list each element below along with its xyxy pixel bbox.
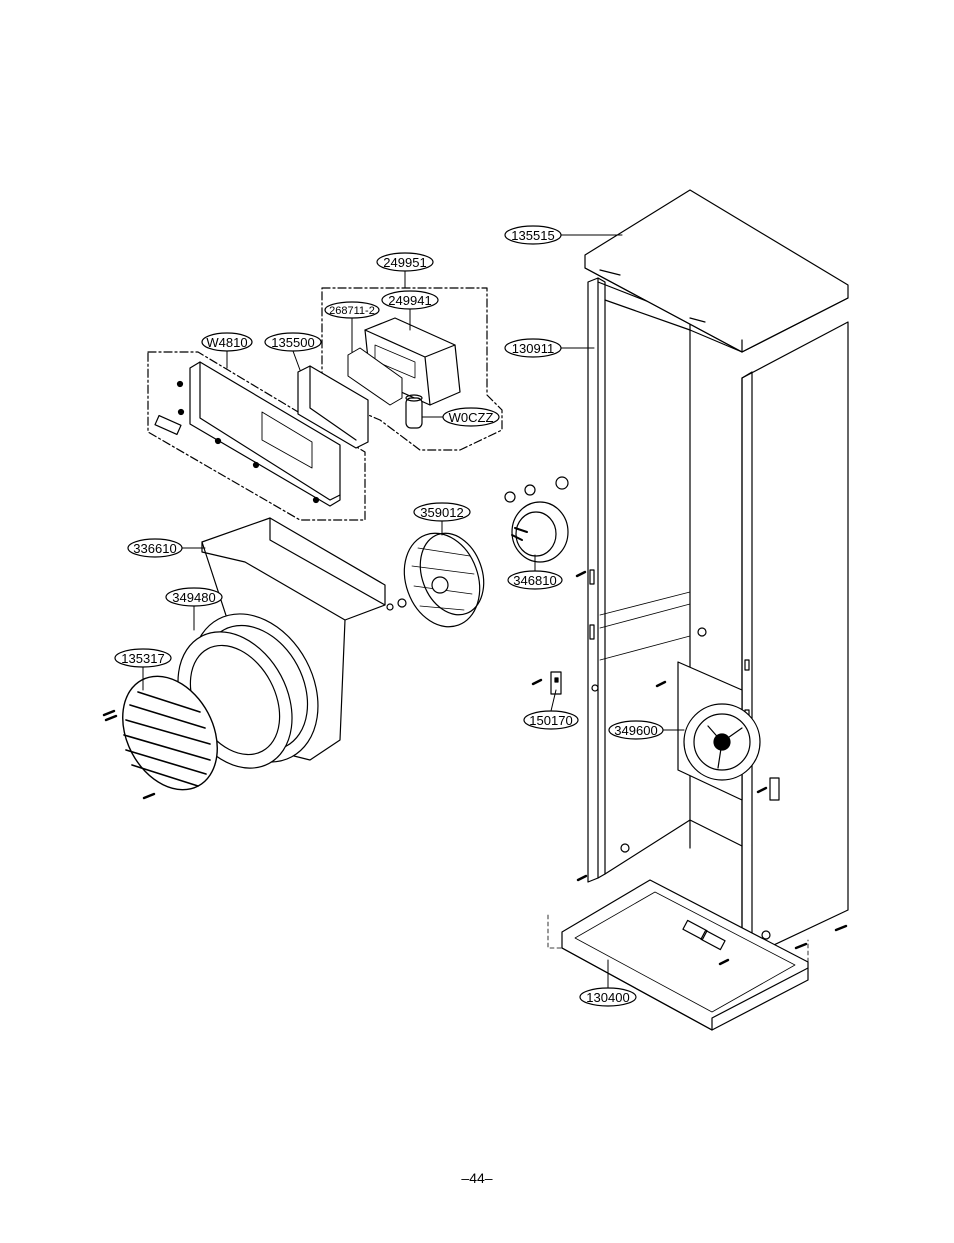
page-number: –44– [461, 1170, 493, 1186]
callout-130911: 130911 [504, 338, 595, 358]
side-bracket [769, 777, 780, 801]
blower-wheel [403, 532, 485, 628]
screws [102, 570, 848, 966]
top-cover [584, 189, 849, 353]
callout-359012: 359012 [413, 502, 471, 536]
callout-349600: 349600 [608, 720, 685, 740]
control-panel-group [147, 351, 369, 521]
callout-268711-2: 268711-2 [324, 301, 380, 353]
svg-text:135500: 135500 [271, 335, 314, 350]
svg-text:135317: 135317 [121, 651, 164, 666]
callout-150170: 150170 [523, 689, 579, 730]
callout-249951: 249951 [376, 252, 434, 289]
svg-text:130911: 130911 [512, 341, 554, 356]
callout-349480: 349480 [165, 587, 223, 631]
svg-text:249941: 249941 [388, 293, 431, 308]
svg-text:349600: 349600 [614, 723, 657, 738]
callout-W4810: W4810 [201, 332, 253, 369]
base-pan [547, 879, 809, 1031]
svg-text:249951: 249951 [383, 255, 426, 270]
fan-motor [386, 476, 569, 611]
svg-text:349480: 349480 [172, 590, 215, 605]
svg-text:359012: 359012 [420, 505, 463, 520]
grille [122, 675, 218, 791]
callout-135515: 135515 [504, 225, 623, 245]
svg-text:130400: 130400 [586, 990, 629, 1005]
rear-scroll-plate [677, 661, 761, 801]
callout-W0CZZ: W0CZZ [421, 407, 500, 427]
svg-text:346810: 346810 [513, 573, 556, 588]
svg-text:268711-2: 268711-2 [329, 305, 375, 317]
callout-249941: 249941 [381, 290, 439, 331]
svg-text:W0CZZ: W0CZZ [449, 410, 494, 425]
callout-346810: 346810 [507, 554, 563, 590]
cabinet-frame [587, 277, 849, 961]
control-box-group [321, 287, 503, 451]
callout-135500: 135500 [264, 332, 322, 371]
svg-text:150170: 150170 [529, 713, 572, 728]
callout-135317: 135317 [114, 648, 172, 691]
bracket-150170 [550, 671, 562, 695]
callout-336610: 336610 [127, 538, 206, 558]
svg-text:135515: 135515 [511, 228, 554, 243]
svg-text:336610: 336610 [133, 541, 176, 556]
svg-text:W4810: W4810 [206, 335, 247, 350]
callout-130400: 130400 [579, 959, 637, 1007]
